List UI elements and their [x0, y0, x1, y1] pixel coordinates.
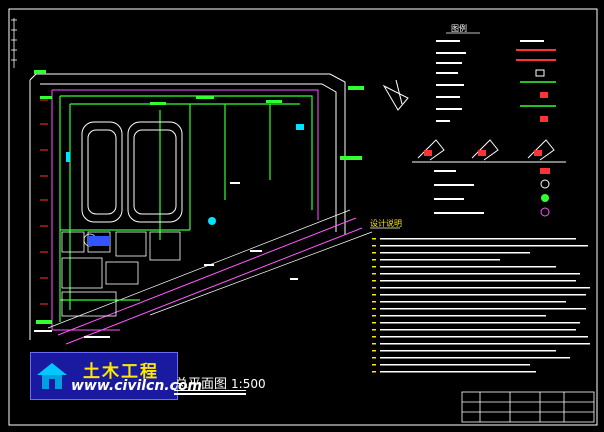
- diagonal-road: [57, 217, 363, 345]
- brand-name: 土木工程: [83, 362, 159, 382]
- symbol-rows: [434, 168, 550, 217]
- north-arrow: [382, 79, 409, 111]
- note-line: [380, 329, 576, 331]
- pipe-tags: [34, 70, 364, 324]
- buildings: [81, 121, 183, 223]
- equipment-blue: [88, 236, 110, 246]
- watermark-logo: 土木工程 www.civilcn.com: [30, 352, 202, 400]
- note-line: [380, 336, 588, 338]
- note-number: [372, 315, 376, 317]
- note-number: [372, 301, 376, 303]
- note-number: [372, 252, 376, 254]
- legend-rows: [436, 40, 556, 122]
- note-number: [372, 371, 376, 373]
- note-line: [380, 280, 576, 282]
- note-line: [380, 371, 536, 373]
- note-number: [372, 238, 376, 240]
- note-line: [380, 350, 556, 352]
- drawing-frame: [8, 8, 598, 426]
- note-line: [380, 301, 566, 303]
- note-number: [372, 259, 376, 261]
- note-number: [372, 364, 376, 366]
- manhole-details: [417, 139, 555, 161]
- note-number: [372, 287, 376, 289]
- note-line: [380, 287, 590, 289]
- note-line: [380, 315, 546, 317]
- note-number: [372, 294, 376, 296]
- house-icon: [37, 363, 67, 389]
- note-number: [372, 280, 376, 282]
- note-number: [372, 245, 376, 247]
- caption-underline: [174, 390, 246, 391]
- note-number: [372, 329, 376, 331]
- note-line: [380, 364, 530, 366]
- note-line: [380, 266, 556, 268]
- pipe-network-green: [59, 95, 313, 322]
- note-line: [380, 343, 590, 345]
- diagonal-road-edge: [47, 209, 373, 329]
- note-number: [372, 273, 376, 275]
- title-block: [461, 391, 595, 423]
- drawing-scale: 1:500: [231, 377, 266, 391]
- design-notes-lines: [372, 238, 590, 373]
- note-line: [380, 308, 586, 310]
- brand-url[interactable]: www.civilcn.com: [71, 378, 203, 394]
- note-line: [380, 322, 580, 324]
- binding-margin: [11, 18, 17, 68]
- manhole-fill: [424, 150, 542, 156]
- notes-heading: 设计说明: [370, 218, 402, 228]
- note-line: [380, 294, 586, 296]
- road-outline: [29, 73, 346, 340]
- site-plan: [29, 70, 409, 345]
- note-line: [380, 273, 580, 275]
- note-number: [372, 322, 376, 324]
- legend-heading: 图例: [451, 23, 467, 33]
- note-number: [372, 343, 376, 345]
- lower-left-cluster: [61, 231, 181, 317]
- note-number: [372, 266, 376, 268]
- markers-cyan: [66, 124, 304, 225]
- note-line: [380, 259, 500, 261]
- note-line: [380, 238, 576, 240]
- annotation-dots: [34, 182, 298, 338]
- note-number: [372, 357, 376, 359]
- note-line: [380, 357, 570, 359]
- site-boundary: [51, 89, 319, 331]
- drawing-title: 总平面图: [175, 377, 228, 392]
- note-line: [380, 245, 588, 247]
- note-number: [372, 350, 376, 352]
- pipe-marks-red: [40, 99, 48, 305]
- legend-region: [370, 32, 566, 229]
- note-number: [372, 308, 376, 310]
- note-line: [380, 252, 530, 254]
- caption-underline-thick: [174, 393, 246, 395]
- note-number: [372, 336, 376, 338]
